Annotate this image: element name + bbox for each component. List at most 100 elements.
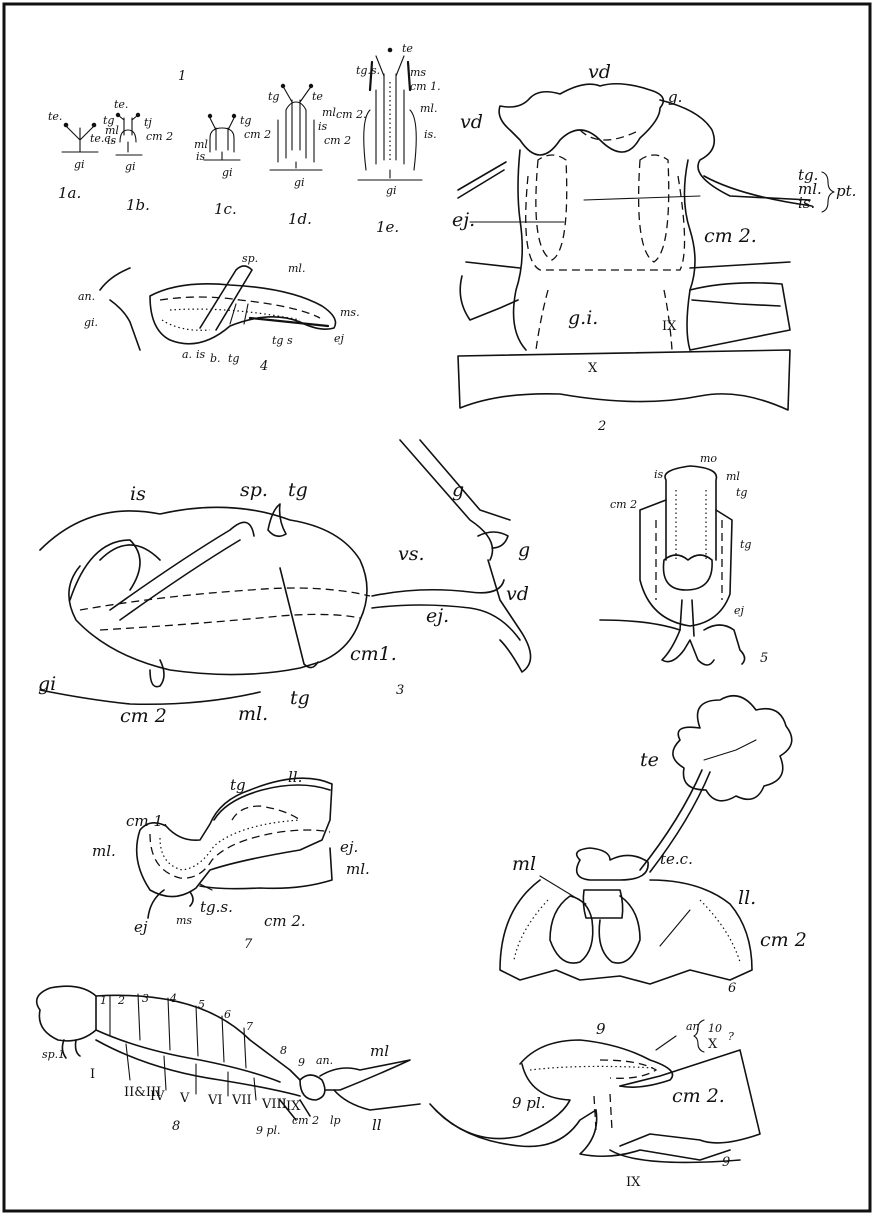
f1c-label-tg: tg xyxy=(240,114,251,127)
f4-label-ml: ml. xyxy=(288,262,305,275)
f4-label-tg: tg xyxy=(228,352,239,365)
f1d-label-tg: tg xyxy=(268,90,279,103)
f3-label-tg-bottom: tg xyxy=(290,687,310,709)
figure-1d: tg te ml cm 2 is gi 1d. xyxy=(268,84,351,228)
figure-3: is sp. tg g vs. g vd ej. cm1. gi cm 2 ml… xyxy=(38,440,531,727)
f2-label-ej: ej. xyxy=(452,209,475,231)
f6-label-te: te xyxy=(640,749,659,771)
f1d-caption: 1d. xyxy=(288,210,312,228)
f8-seg-VI: VI xyxy=(207,1093,223,1108)
figure-9: 9 an 10 X ? 9 pl. cm 2. IX 9 xyxy=(430,1020,760,1190)
f1e-label-tgs: tg.s. xyxy=(356,64,380,77)
f7-label-ll: ll. xyxy=(288,768,302,786)
f1e-label-te: te xyxy=(402,42,413,55)
figure-3-number: 3 xyxy=(396,683,404,698)
f2-label-IX: IX xyxy=(662,319,677,334)
f2-label-cm2: cm 2. xyxy=(704,225,757,247)
f5-label-tg-top: tg xyxy=(736,486,747,499)
f3-label-g-top: g xyxy=(452,479,464,501)
figure-8-number: 8 xyxy=(172,1119,180,1134)
figure-5: mo is ml tg cm 2 tg ej 5 xyxy=(600,452,768,666)
f7-label-ml-right: ml. xyxy=(346,860,370,878)
f2-label-vd-top: vd xyxy=(588,61,611,83)
figure-9-number: 9 xyxy=(722,1155,730,1170)
f6-label-ml: ml xyxy=(512,853,536,875)
f4-label-is: is xyxy=(196,348,206,361)
f1b-label-cm2: cm 2 xyxy=(146,130,173,143)
f8-label-9pl: 9 pl. xyxy=(256,1124,281,1137)
f1a-caption: 1a. xyxy=(58,184,81,202)
f5-label-mo: mo xyxy=(700,452,717,465)
f1b-caption: 1b. xyxy=(126,196,150,214)
f9-label-X: X xyxy=(708,1037,718,1052)
f8-label-lp: lp xyxy=(330,1114,341,1127)
f7-label-ej-right: ej. xyxy=(340,838,358,856)
f9-label-q: ? xyxy=(728,1030,734,1043)
f2-label-pt: pt. xyxy=(836,182,856,200)
f8-seg-7: 7 xyxy=(246,1020,253,1033)
f8-seg-1: 1 xyxy=(100,994,107,1007)
f8-label-sp1: sp.1 xyxy=(42,1048,65,1061)
f1c-label-cm2: cm 2 xyxy=(244,128,271,141)
f9-label-cm2: cm 2. xyxy=(672,1085,725,1107)
f4-label-sp: sp. xyxy=(242,252,258,265)
f8-label-ml: ml xyxy=(370,1042,389,1060)
f1b-label-tj: tj xyxy=(144,116,152,129)
f2-label-X: X xyxy=(588,361,598,376)
f8-seg-4: 4 xyxy=(169,992,177,1005)
f9-label-9: 9 xyxy=(596,1020,606,1038)
f4-label-ej: ej xyxy=(334,332,345,345)
figure-2-number: 2 xyxy=(597,419,606,434)
f5-label-ml: ml xyxy=(726,470,740,483)
f2-label-vd-left: vd xyxy=(460,111,483,133)
f2-label-g: g. xyxy=(668,88,682,106)
f7-label-tg: tg xyxy=(230,776,246,794)
f3-label-ml: ml. xyxy=(238,703,268,725)
f7-label-cm1: cm 1. xyxy=(126,812,168,830)
f5-label-tg-bottom: tg xyxy=(740,538,751,551)
f2-label-gi: g.i. xyxy=(568,307,598,329)
figure-6: te te.c. ml ll. cm 2 6 xyxy=(500,696,807,996)
f3-label-vd: vd xyxy=(506,583,529,605)
f8-seg-I: I xyxy=(90,1067,95,1082)
f6-label-ll: ll. xyxy=(738,887,756,909)
f1d-label-gi: gi xyxy=(294,176,305,189)
f9-label-10: 10 xyxy=(708,1022,722,1035)
f9-label-IX: IX xyxy=(626,1175,641,1190)
figure-5-number: 5 xyxy=(760,651,768,666)
f3-label-g-right: g xyxy=(518,539,530,561)
f8-label-cm2: cm 2 xyxy=(292,1114,319,1127)
f3-label-ej: ej. xyxy=(426,605,449,627)
f8-seg-9: 9 xyxy=(298,1056,305,1069)
f7-label-ms: ms xyxy=(176,914,192,927)
f4-label-tgs: tg s xyxy=(272,334,293,347)
figure-7: cm 1. tg ll. ml. ej. ml. ej ms tg.s. cm … xyxy=(92,768,370,952)
f3-label-sp: sp. xyxy=(240,479,268,501)
f3-label-vs: vs. xyxy=(398,543,425,565)
f7-label-tgs: tg.s. xyxy=(200,898,233,916)
figure-7-number: 7 xyxy=(244,937,253,952)
f7-label-cm2: cm 2. xyxy=(264,912,306,930)
f3-label-cm2: cm 2 xyxy=(120,705,167,727)
f1d-label-ml: ml xyxy=(322,106,336,119)
f8-seg-3: 3 xyxy=(142,992,149,1005)
f4-label-b: b. xyxy=(210,352,221,365)
f3-label-gi: gi xyxy=(38,673,56,695)
f3-label-is: is xyxy=(130,483,146,505)
f1e-label-ms: ms xyxy=(410,66,426,79)
f8-seg-2: 2 xyxy=(117,994,125,1007)
figure-6-number: 6 xyxy=(728,981,736,996)
figure-2: vd vd g. tg. ml. is. pt. ej. cm 2. g.i. … xyxy=(452,61,856,434)
figure-1-number: 1 xyxy=(178,69,186,84)
figure-1: 1 te. te.c. gi 1a. te. tg ml is tj cm 2 … xyxy=(48,42,441,236)
f4-label-a: a. xyxy=(182,348,192,361)
f8-seg-V: V xyxy=(179,1091,190,1106)
f8-seg-VIII: VIII xyxy=(261,1097,287,1112)
f1e-label-cm1: cm 1. xyxy=(410,80,441,93)
f1a-label-gi: gi xyxy=(74,158,85,171)
f1a-label-te: te. xyxy=(48,110,62,123)
f1c-label-is: is xyxy=(196,150,206,163)
f8-seg-5: 5 xyxy=(198,998,205,1011)
figure-4-number: 4 xyxy=(259,359,268,374)
